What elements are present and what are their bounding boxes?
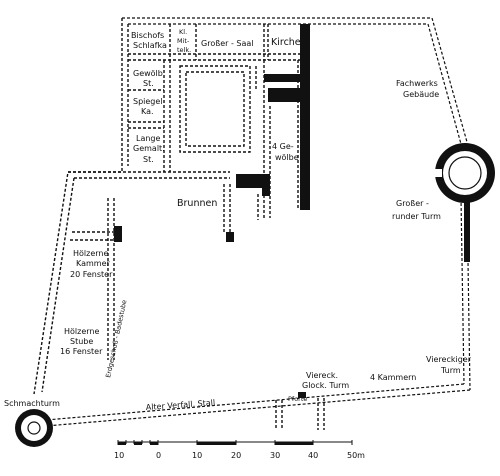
label-alter-verfall-stall: Alter Verfall. Stall [146,398,216,412]
label-schmachturm: Schmachturm [4,399,60,408]
label-grosser-runder-turm: Großer - runder Turm [392,199,441,221]
label-lange-gemalt-st: Lange Gemalt. St. [133,134,167,164]
schmachturm-tower [15,409,53,447]
label-grosser-saal: Großer - Saal [201,39,254,48]
label-gewolbe-st: Gewölb St. [133,69,165,88]
label-fachwerks-gebaude: Fachwerks Gebäude [396,79,440,99]
scale-tick-4: 30 [270,451,280,460]
scale-bar: 10 0 10 20 30 40 50m [114,440,365,460]
scale-tick-3: 20 [231,451,241,460]
label-kl-mitteltek: Kl. Mit- telk. [177,28,191,54]
scale-tick-6: 50m [347,451,365,460]
label-brunnen: Brunnen [177,198,217,209]
label-kirche: Kirche [271,37,301,48]
room-labels: Bischofs Schlafka Kl. Mit- telk. Großer … [4,28,474,412]
round-tower-east [432,143,495,203]
scale-tick-2: 10 [192,451,202,460]
scale-tick-1: 0 [156,451,161,460]
label-viereck-glock-turm: Viereck. Glock. Turm [302,371,349,390]
label-pforte: Pforte [288,395,307,403]
scale-tick-5: 40 [308,451,318,460]
label-spiegel-ka: Spiegel Ka. [133,97,165,116]
label-vier-gewolbe: 4 Ge- wölbe [272,142,299,162]
surviving-masonry [114,24,470,398]
label-viereckiger-turm: Viereckiger Turm [426,355,474,375]
inner-walls [68,24,325,430]
scale-tick-0: 10 [114,451,124,460]
label-holzerne-kammer: Hölzerne Kammer 20 Fenster [70,249,113,279]
label-holzerne-stube: Hölzerne Stube 16 Fenster [60,327,103,356]
label-bischofs-schlafka: Bischofs Schlafka [131,31,167,50]
label-vier-kammern: 4 Kammern [370,373,416,382]
